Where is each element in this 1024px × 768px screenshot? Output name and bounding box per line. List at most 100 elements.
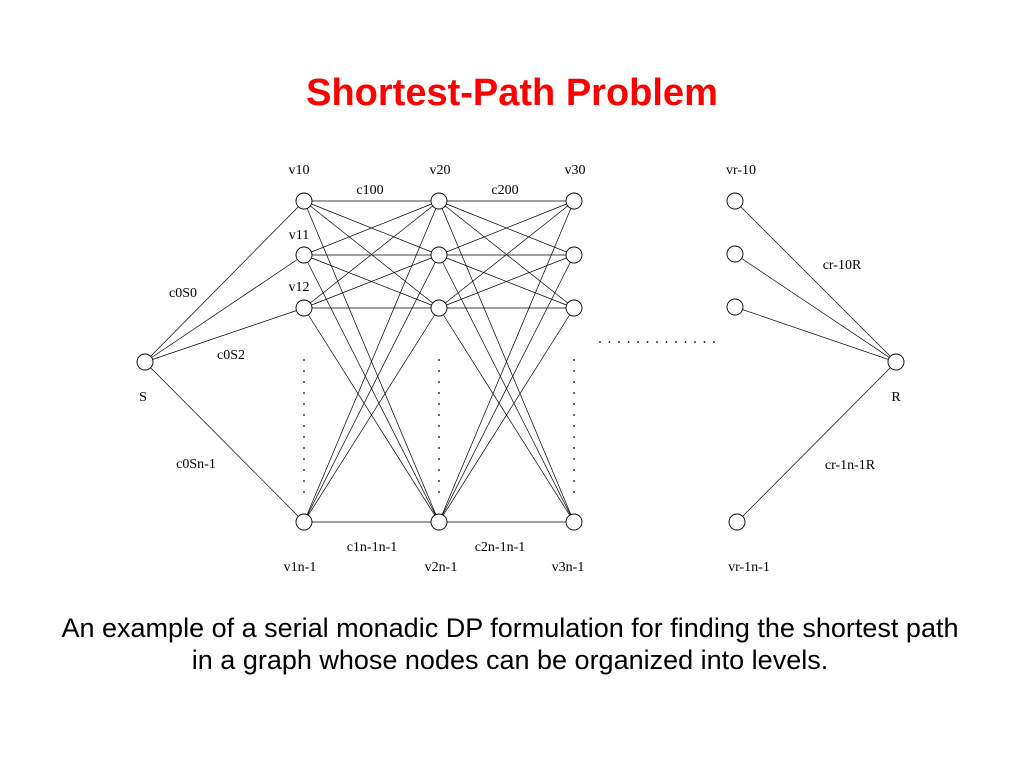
- edge-label-c100: c100: [356, 183, 383, 198]
- ellipsis-dot-level3: [573, 414, 575, 416]
- node-v3n-1: [565, 513, 583, 531]
- node-label-v10: v10: [289, 163, 310, 178]
- edge-vr-12-r: [734, 306, 897, 363]
- edge-s-v10: [144, 200, 305, 363]
- node-label-vr-1n-1: vr-1n-1: [728, 560, 770, 575]
- node-label-v11: v11: [289, 228, 309, 243]
- ellipsis-dot-level1: [303, 414, 305, 416]
- ellipsis-dot-level2: [438, 480, 440, 482]
- ellipsis-dot-horizontal: [703, 341, 706, 343]
- ellipsis-dot-level1: [303, 491, 305, 493]
- edge-v22-v30: [438, 200, 575, 309]
- ellipsis-dot-level1: [303, 480, 305, 482]
- edge-v12-v20: [303, 200, 440, 309]
- node-label-v3n-1: v3n-1: [552, 560, 585, 575]
- edge-v11-v20: [303, 200, 440, 256]
- ellipsis-dot-level1: [303, 458, 305, 460]
- edge-label-c1n-1n-1: c1n-1n-1: [347, 540, 398, 555]
- ellipsis-dots: [303, 341, 715, 493]
- ellipsis-dot-horizontal: [627, 341, 630, 343]
- ellipsis-dot-level3: [573, 458, 575, 460]
- ellipsis-dot-level2: [438, 436, 440, 438]
- node-v10: [295, 192, 313, 210]
- node-label-vr-10: vr-10: [726, 163, 756, 178]
- ellipsis-dot-horizontal: [665, 341, 668, 343]
- ellipsis-dot-level1: [303, 392, 305, 394]
- node-v32: [565, 299, 583, 317]
- ellipsis-dot-level3: [573, 359, 575, 361]
- ellipsis-dot-horizontal: [675, 341, 677, 343]
- node-v12: [295, 299, 313, 317]
- level-graph-diagram: S R v10 v11 v12 v1n-1 v20 v2n-1 v30 v3n-…: [136, 163, 905, 575]
- ellipsis-dot-level1: [303, 403, 305, 405]
- node-vr-10: [726, 192, 744, 210]
- node-vr-1n-1: [728, 513, 746, 531]
- ellipsis-dot-level2: [438, 414, 440, 416]
- edge-label-c0s2: c0S2: [217, 348, 245, 363]
- node-v1n-1: [295, 513, 313, 531]
- ellipsis-dot-horizontal: [618, 341, 620, 343]
- ellipsis-dot-level1: [303, 436, 305, 438]
- edge-label-c0sn-1: c0Sn-1: [176, 457, 216, 472]
- node-s: [136, 353, 154, 371]
- node-label-v12: v12: [289, 280, 310, 295]
- node-v11: [295, 246, 313, 264]
- ellipsis-dot-level2: [438, 370, 440, 372]
- node-v30: [565, 192, 583, 210]
- ellipsis-dot-level3: [573, 447, 575, 449]
- slide-caption: An example of a serial monadic DP formul…: [61, 613, 959, 675]
- ellipsis-dot-horizontal: [694, 341, 696, 343]
- edge-s-v12: [144, 307, 305, 363]
- edge-v2n-1-v30: [438, 200, 575, 523]
- node-r: [887, 353, 905, 371]
- node-v2n-1: [430, 513, 448, 531]
- ellipsis-dot-level1: [303, 447, 305, 449]
- ellipsis-dot-level2: [438, 403, 440, 405]
- edge-v1n-1-v20: [303, 200, 440, 523]
- ellipsis-dot-level3: [573, 425, 575, 427]
- edge-v1n-1-v22: [303, 307, 440, 523]
- node-v20: [430, 192, 448, 210]
- ellipsis-dot-level2: [438, 447, 440, 449]
- ellipsis-dot-level1: [303, 370, 305, 372]
- edge-s-v1n-1: [144, 361, 305, 523]
- ellipsis-dot-horizontal: [599, 341, 601, 343]
- edge-vr-10-r: [734, 200, 897, 363]
- ellipsis-dot-level2: [438, 392, 440, 394]
- ellipsis-dot-horizontal: [713, 341, 715, 343]
- ellipsis-dot-level2: [438, 469, 440, 471]
- ellipsis-dot-level3: [573, 436, 575, 438]
- edge-v12-v21: [303, 254, 440, 309]
- node-vr-12: [726, 298, 744, 316]
- edge-vr-1n-1-r: [736, 361, 897, 523]
- node-label-v1n-1: v1n-1: [284, 560, 317, 575]
- node-label-v30: v30: [565, 163, 586, 178]
- edge-v1n-1-v21: [303, 254, 440, 523]
- edge-label-c2n-1n-1: c2n-1n-1: [475, 540, 526, 555]
- ellipsis-dot-level3: [573, 392, 575, 394]
- ellipsis-dot-level1: [303, 425, 305, 427]
- ellipsis-dot-level1: [303, 359, 305, 361]
- ellipsis-dot-level1: [303, 469, 305, 471]
- edge-label-c200: c200: [491, 183, 518, 198]
- edge-label-cr-1n-1r: cr-1n-1R: [825, 458, 876, 473]
- edge-v2n-1-v32: [438, 307, 575, 523]
- ellipsis-dot-level3: [573, 370, 575, 372]
- ellipsis-dot-level3: [573, 480, 575, 482]
- graph-nodes: [136, 192, 905, 531]
- ellipsis-dot-horizontal: [656, 341, 658, 343]
- edge-v22-v31: [438, 254, 575, 309]
- node-vr-11: [726, 245, 744, 263]
- edge-label-c0s0: c0S0: [169, 286, 197, 301]
- node-label-s: S: [139, 390, 147, 405]
- ellipsis-dot-level3: [573, 469, 575, 471]
- edge-vr-11-r: [734, 253, 897, 363]
- ellipsis-dot-horizontal: [684, 341, 687, 343]
- ellipsis-dot-level2: [438, 458, 440, 460]
- node-v31: [565, 246, 583, 264]
- node-label-v20: v20: [430, 163, 451, 178]
- ellipsis-dot-horizontal: [637, 341, 639, 343]
- ellipsis-dot-level2: [438, 491, 440, 493]
- node-v22: [430, 299, 448, 317]
- ellipsis-dot-level3: [573, 403, 575, 405]
